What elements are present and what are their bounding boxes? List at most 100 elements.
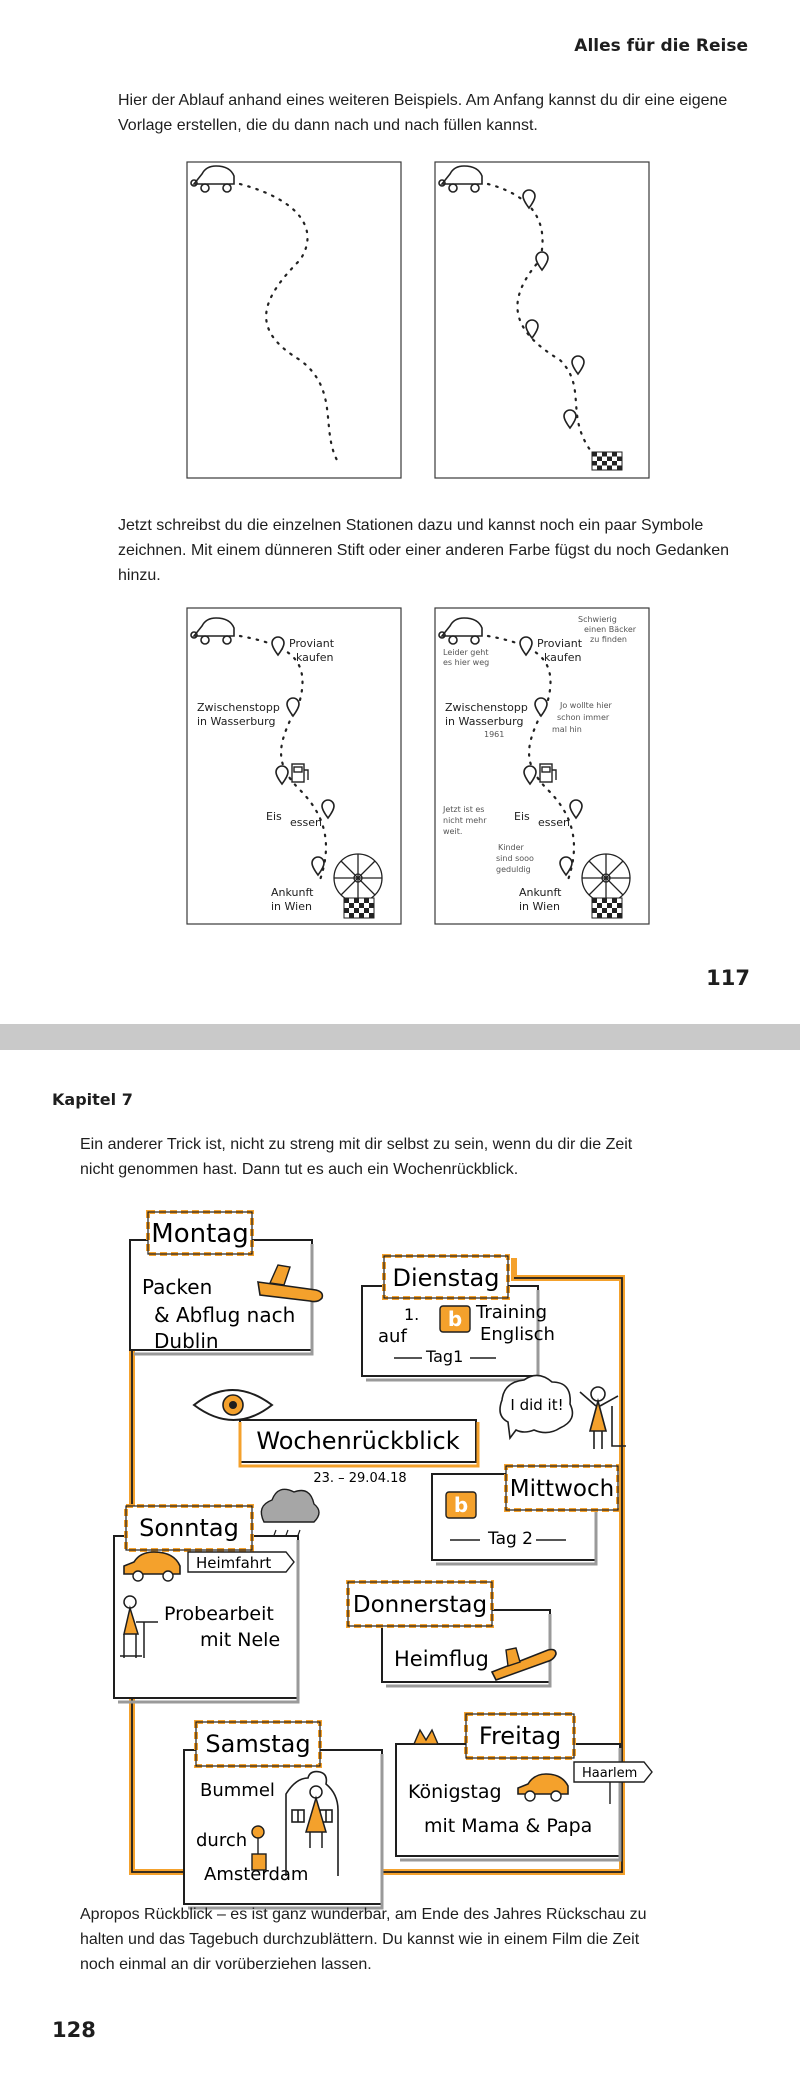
fuel-pump-icon <box>291 763 309 783</box>
label-zwischenstopp: Zwischenstopp <box>445 701 528 714</box>
note-schwierig-3: zu finden <box>590 635 627 644</box>
label-zwischenstopp: Zwischenstopp <box>197 701 280 714</box>
page-number: 128 <box>52 2018 96 2042</box>
day-box-freitag: Freitag Haarlem Königstag mit Mama & Pap… <box>395 1712 653 1862</box>
label-ankunft: Ankunft <box>271 886 314 899</box>
day-title-donnerstag: Donnerstag <box>353 1592 487 1618</box>
freitag-line-1: Königstag <box>408 1781 502 1803</box>
note-wollte-3: mal hin <box>552 725 582 734</box>
day-box-mittwoch: Mittwoch b Tag 2 <box>431 1464 620 1566</box>
day-title-samstag: Samstag <box>205 1730 310 1758</box>
finish-flag-icon <box>591 451 623 471</box>
dienstag-auf: auf <box>378 1326 407 1347</box>
day-box-dienstag: Dienstag 1. b Training auf Englisch Tag1 <box>361 1254 555 1382</box>
label-eis: Eis <box>514 810 530 823</box>
sonntag-line-2: mit Nele <box>200 1629 280 1651</box>
intro-paragraph: Ein anderer Trick ist, nicht zu streng m… <box>80 1136 633 1178</box>
note-wollte-2: schon immer <box>557 713 610 722</box>
donnerstag-line-1: Heimflug <box>394 1647 489 1671</box>
label-eis: Eis <box>266 810 282 823</box>
note-kinder: Kinder <box>498 843 525 852</box>
note-leider: Leider geht <box>443 648 489 657</box>
note-leider-2: es hier weg <box>443 658 489 667</box>
day-title-sonntag: Sonntag <box>139 1514 239 1542</box>
speech-text: I did it! <box>510 1396 563 1414</box>
rain-cloud-icon <box>260 1488 320 1539</box>
freitag-line-2: mit Mama & Papa <box>424 1815 592 1837</box>
house-icon <box>285 1770 339 1876</box>
outro-paragraph: Apropos Rückblick – es ist ganz wunderba… <box>80 1906 647 1973</box>
sonntag-line-1: Probearbeit <box>164 1603 274 1625</box>
day-box-sonntag: Sonntag Heimfahrt Probearbeit mit Nele <box>113 1504 300 1704</box>
filled-panel: Proviant kaufen Zwischenstopp in Wasserb… <box>186 607 402 925</box>
speech-bubble: I did it! <box>499 1374 574 1441</box>
sonntag-sign: Heimfahrt <box>196 1554 271 1572</box>
samstag-line-2: durch <box>196 1830 247 1851</box>
chapter-label: Kapitel 7 <box>52 1090 133 1109</box>
airplane-icon <box>257 1264 324 1303</box>
label-in-wasserburg: in Wasserburg <box>197 715 275 728</box>
person-figure-icon <box>579 1386 626 1449</box>
week-title: Wochenrückblick <box>256 1427 459 1455</box>
running-head: Alles für die Reise <box>574 36 748 56</box>
woman-figure-icon <box>304 1785 328 1848</box>
dienstag-tag: Tag1 <box>425 1347 463 1366</box>
title-box: Wochenrückblick <box>238 1419 480 1468</box>
page-number: 117 <box>706 966 750 990</box>
middle-paragraph: Jetzt schreibst du die einzelnen Station… <box>118 517 730 584</box>
label-in-wasserburg: in Wasserburg <box>445 715 523 728</box>
freitag-sign: Haarlem <box>582 1766 637 1781</box>
day-title-mittwoch: Mittwoch <box>510 1476 614 1502</box>
svg-text:b: b <box>448 1307 462 1331</box>
dienstag-number: 1. <box>404 1305 419 1324</box>
note-schwierig: Schwierig <box>578 615 617 624</box>
eye-icon <box>192 1389 274 1421</box>
day-box-samstag: Samstag Bummel durch Amsterdam <box>183 1720 384 1910</box>
label-proviant: Proviant <box>537 637 583 650</box>
car-icon <box>517 1773 569 1802</box>
samstag-line-1: Bummel <box>200 1780 275 1801</box>
montag-line-3: Dublin <box>154 1329 219 1353</box>
label-ankunft: Ankunft <box>519 886 562 899</box>
template-panel-blank <box>186 161 402 479</box>
samstag-line-3: Amsterdam <box>204 1864 308 1885</box>
car-icon <box>190 165 235 193</box>
day-box-montag: Montag Packen & Abflug nach Dublin <box>129 1210 324 1356</box>
route-sketches: Proviant kaufen Zwischenstopp in Wasserb… <box>186 161 650 925</box>
airplane-icon <box>490 1647 557 1681</box>
mittwoch-tag: Tag 2 <box>487 1529 533 1549</box>
montag-line-1: Packen <box>142 1275 212 1299</box>
road-sign: Heimfahrt <box>187 1551 295 1573</box>
week-dates: 23. – 29.04.18 <box>313 1471 406 1486</box>
label-essen: essen <box>290 816 322 829</box>
crown-icon <box>412 1728 440 1745</box>
note-schwierig-2: einen Bäcker <box>584 625 637 634</box>
note-jetzt: Jetzt ist es <box>442 805 484 814</box>
label-in-wien: in Wien <box>519 900 560 913</box>
label-kaufen: kaufen <box>296 651 334 664</box>
template-panel-markers <box>434 161 650 479</box>
label-in-wien: in Wien <box>271 900 312 913</box>
dienstag-training: Training <box>475 1302 547 1323</box>
page-117: Alles für die Reise Hier der Ablauf anha… <box>0 0 800 1024</box>
dienstag-englisch: Englisch <box>480 1324 555 1345</box>
page-128: Kapitel 7 Ein anderer Trick ist, nicht z… <box>0 1050 800 2076</box>
ferris-wheel-icon <box>333 853 383 916</box>
note-kinder-2: sind sooo <box>496 854 534 863</box>
label-proviant: Proviant <box>289 637 335 650</box>
week-review-sketch: Montag Packen & Abflug nach Dublin Diens… <box>113 1210 653 1910</box>
car-icon <box>123 1551 181 1582</box>
intro-paragraph: Hier der Ablauf anhand eines weiteren Be… <box>118 92 728 134</box>
svg-text:b: b <box>454 1493 468 1517</box>
note-year: 1961 <box>484 730 504 739</box>
page-divider <box>0 1024 800 1050</box>
label-essen: essen <box>538 816 570 829</box>
desk-person-icon <box>120 1595 158 1658</box>
label-kaufen: kaufen <box>544 651 582 664</box>
note-wollte: Jo wollte hier <box>559 701 612 710</box>
note-jetzt-2: nicht mehr <box>443 816 487 825</box>
day-title-dienstag: Dienstag <box>393 1264 500 1292</box>
annotated-panel: Proviant kaufen Zwischenstopp in Wasserb… <box>434 607 650 925</box>
b-logo-icon: b <box>439 1305 471 1333</box>
day-title-freitag: Freitag <box>479 1722 561 1750</box>
